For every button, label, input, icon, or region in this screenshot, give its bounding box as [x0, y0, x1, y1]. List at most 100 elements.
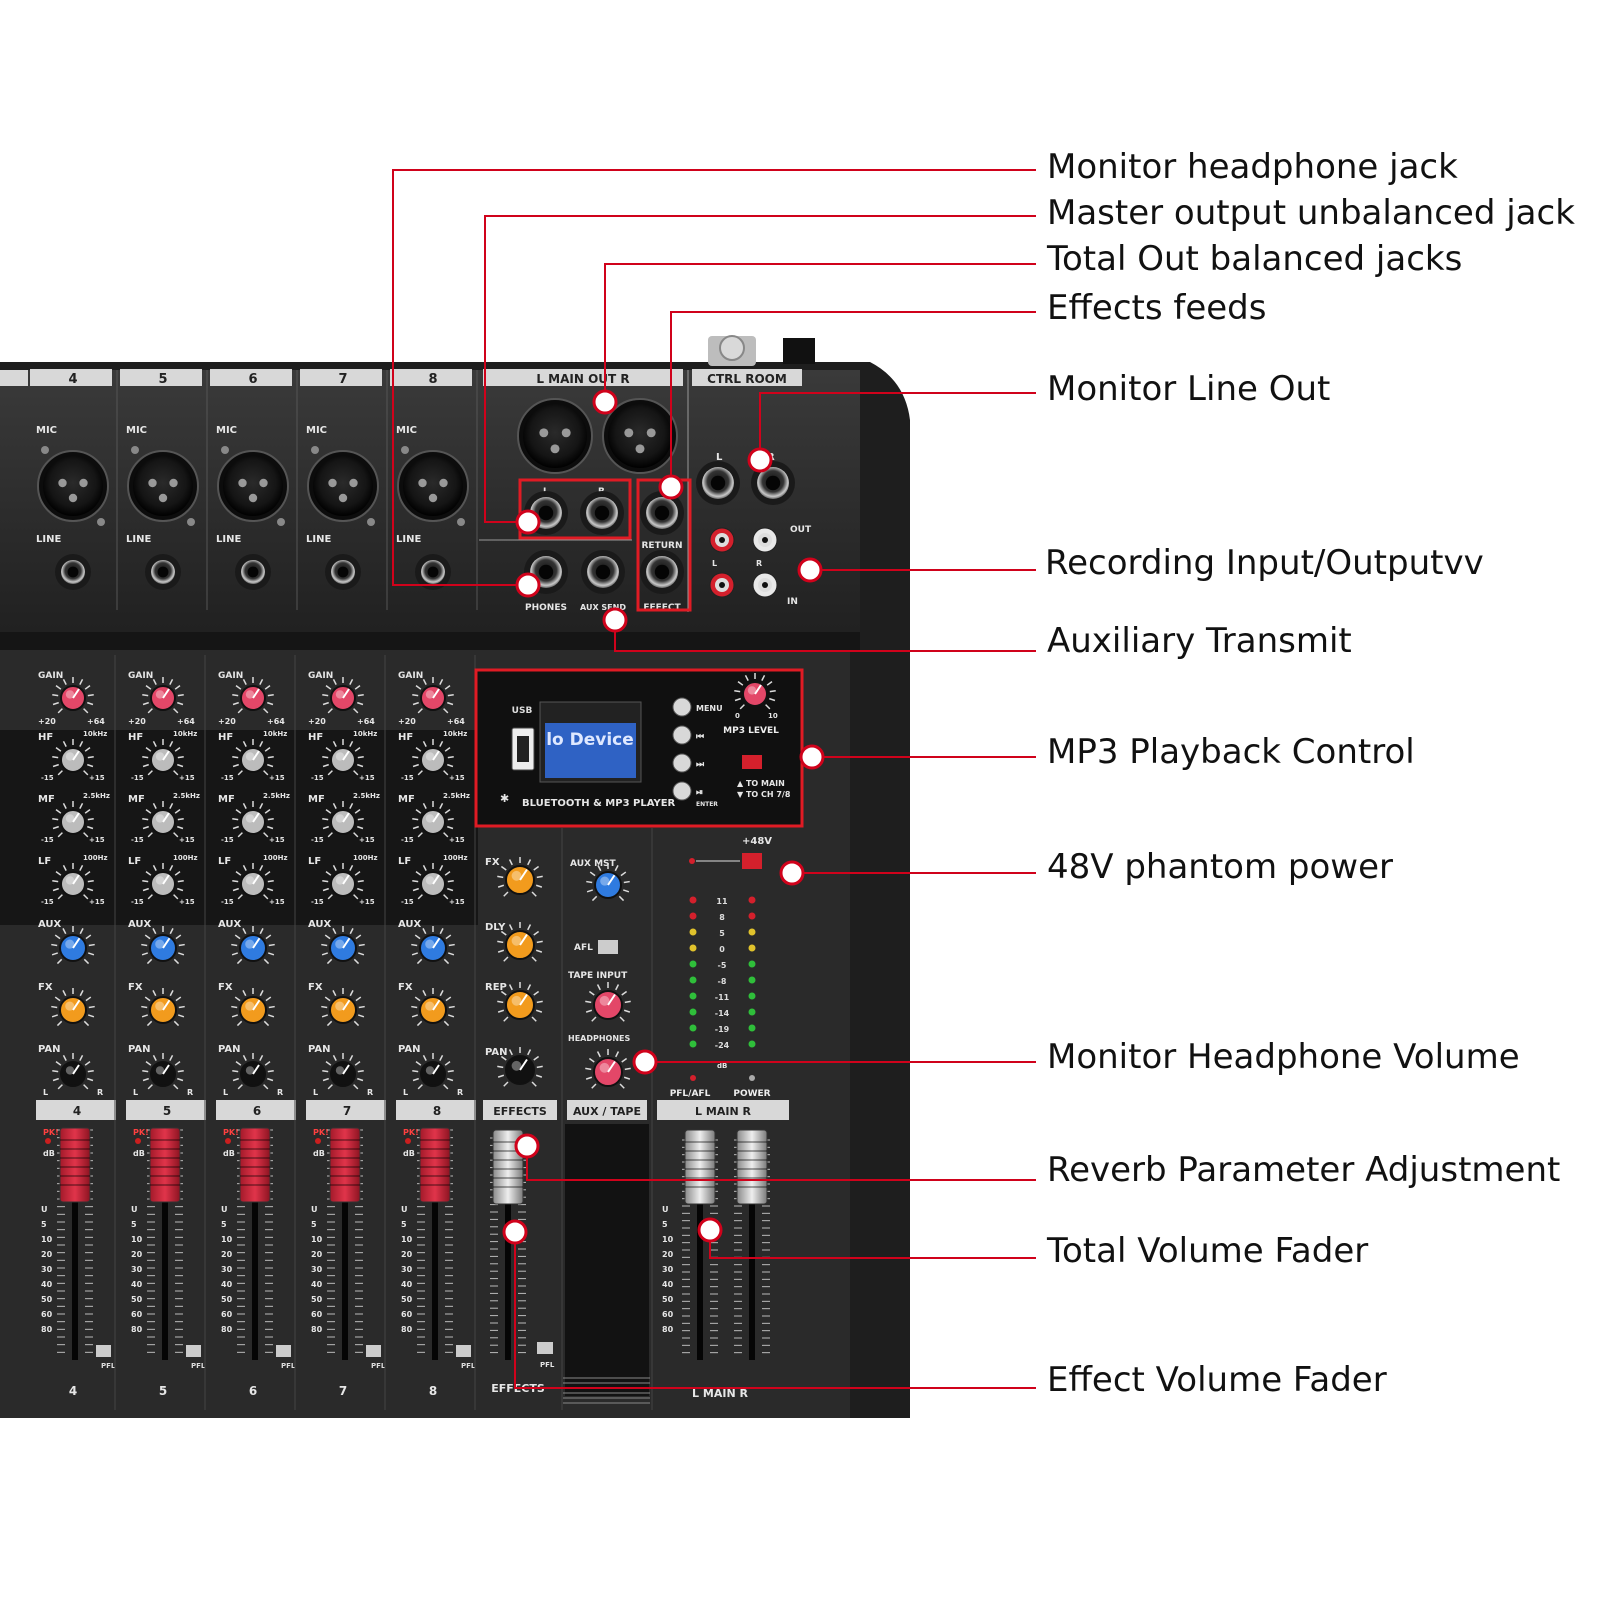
tape-in-rca-right[interactable]	[752, 572, 778, 598]
hf-knob[interactable]	[412, 739, 454, 776]
gain-knob[interactable]	[142, 677, 184, 714]
line-input-jack[interactable]	[145, 554, 181, 590]
fx-knob[interactable]	[411, 988, 455, 1027]
rec-out-rca-right[interactable]	[752, 527, 778, 553]
effect-send-jack[interactable]	[640, 491, 684, 535]
lf-knob[interactable]	[412, 863, 454, 900]
aux-knob[interactable]	[51, 926, 95, 965]
fx-label: FX	[398, 982, 413, 993]
main-fader-left[interactable]	[682, 1129, 718, 1360]
aux-send-jack[interactable]	[581, 550, 625, 594]
fx-knob[interactable]	[141, 988, 185, 1027]
pan-knob[interactable]	[52, 1053, 94, 1090]
return-label: RETURN	[642, 541, 683, 551]
mp3-to-main: ▲ TO MAIN	[737, 779, 785, 788]
mic-input-xlr[interactable]	[307, 450, 379, 522]
mp3-button-4[interactable]	[672, 781, 692, 801]
meter-led-right	[748, 928, 756, 936]
gain-knob[interactable]	[232, 677, 274, 714]
main-scale-mark: 80	[662, 1325, 674, 1334]
lf-knob[interactable]	[232, 863, 274, 900]
main-out-jack-right[interactable]	[580, 491, 624, 535]
line-input-jack[interactable]	[55, 554, 91, 590]
effect-pan-knob[interactable]	[497, 1047, 543, 1087]
mf-knob[interactable]	[322, 801, 364, 838]
mp3-button-2[interactable]	[672, 725, 692, 745]
channel-fader[interactable]	[237, 1127, 273, 1360]
ctrl-room-jack-left[interactable]	[696, 461, 740, 505]
mic-input-xlr[interactable]	[217, 450, 289, 522]
mf-knob[interactable]	[412, 801, 454, 838]
mf-knob[interactable]	[232, 801, 274, 838]
lf-min: -15	[401, 898, 414, 906]
pan-l: L	[403, 1088, 408, 1097]
main-out-xlr-right[interactable]	[602, 398, 678, 474]
line-input-jack[interactable]	[415, 554, 451, 590]
aux-knob[interactable]	[411, 926, 455, 965]
pan-knob[interactable]	[142, 1053, 184, 1090]
pan-r: R	[187, 1088, 193, 1097]
tape-input-knob[interactable]	[585, 982, 631, 1022]
pan-l: L	[313, 1088, 318, 1097]
gain-knob[interactable]	[412, 677, 454, 714]
channel-number-footer: 5	[159, 1384, 167, 1398]
delay-knob[interactable]	[497, 922, 543, 962]
effect-return-jack[interactable]	[640, 550, 684, 594]
mp3-button-3[interactable]	[672, 753, 692, 773]
main-scale-mark: 5	[662, 1220, 668, 1229]
afl-button[interactable]	[598, 940, 618, 954]
mf-freq: 2.5kHz	[263, 792, 290, 800]
mic-input-xlr[interactable]	[397, 450, 469, 522]
meter-led-right	[748, 1008, 756, 1016]
channel-fader[interactable]	[57, 1127, 93, 1360]
hf-knob[interactable]	[142, 739, 184, 776]
fx-knob[interactable]	[51, 988, 95, 1027]
line-input-jack[interactable]	[325, 554, 361, 590]
pan-label: PAN	[128, 1044, 151, 1055]
tape-in-rca-left[interactable]	[709, 572, 735, 598]
channel-fader[interactable]	[417, 1127, 453, 1360]
pan-knob[interactable]	[232, 1053, 274, 1090]
gain-knob[interactable]	[322, 677, 364, 714]
line-input-jack[interactable]	[235, 554, 271, 590]
hf-knob[interactable]	[232, 739, 274, 776]
fader-scale-mark: 50	[311, 1295, 323, 1304]
hf-knob[interactable]	[322, 739, 364, 776]
mp3-route-switch[interactable]	[742, 755, 762, 769]
aux-master-knob[interactable]	[586, 863, 630, 902]
mf-knob[interactable]	[52, 801, 94, 838]
lf-knob[interactable]	[142, 863, 184, 900]
mf-knob[interactable]	[142, 801, 184, 838]
callout-line-effect-volume-fader	[514, 1232, 1036, 1389]
channel-fader[interactable]	[327, 1127, 363, 1360]
headphones-knob[interactable]	[585, 1049, 631, 1089]
mic-input-xlr[interactable]	[127, 450, 199, 522]
hf-freq: 10kHz	[443, 730, 467, 738]
mp3-level-knob[interactable]	[734, 673, 776, 710]
gain-knob[interactable]	[52, 677, 94, 714]
aux-knob[interactable]	[321, 926, 365, 965]
fx-knob[interactable]	[321, 988, 365, 1027]
main-fader-right[interactable]	[734, 1129, 770, 1360]
main-scale-mark: 30	[662, 1265, 674, 1274]
pan-knob[interactable]	[412, 1053, 454, 1090]
repeat-knob[interactable]	[497, 982, 543, 1022]
pan-knob[interactable]	[322, 1053, 364, 1090]
aux-knob[interactable]	[141, 926, 185, 965]
fx-return-knob[interactable]	[497, 857, 543, 897]
phantom-switch[interactable]	[742, 853, 762, 869]
lf-knob[interactable]	[322, 863, 364, 900]
aux-knob[interactable]	[231, 926, 275, 965]
phones-label: PHONES	[525, 603, 567, 613]
rec-out-rca-left[interactable]	[709, 527, 735, 553]
channel-number-footer: 4	[69, 1384, 77, 1398]
pan-r: R	[97, 1088, 103, 1097]
main-out-xlr-left[interactable]	[517, 398, 593, 474]
lf-knob[interactable]	[52, 863, 94, 900]
aux-send-label: AUX SEND	[580, 603, 626, 612]
mic-input-xlr[interactable]	[37, 450, 109, 522]
hf-knob[interactable]	[52, 739, 94, 776]
fx-knob[interactable]	[231, 988, 275, 1027]
mp3-button-1[interactable]	[672, 697, 692, 717]
channel-fader[interactable]	[147, 1127, 183, 1360]
